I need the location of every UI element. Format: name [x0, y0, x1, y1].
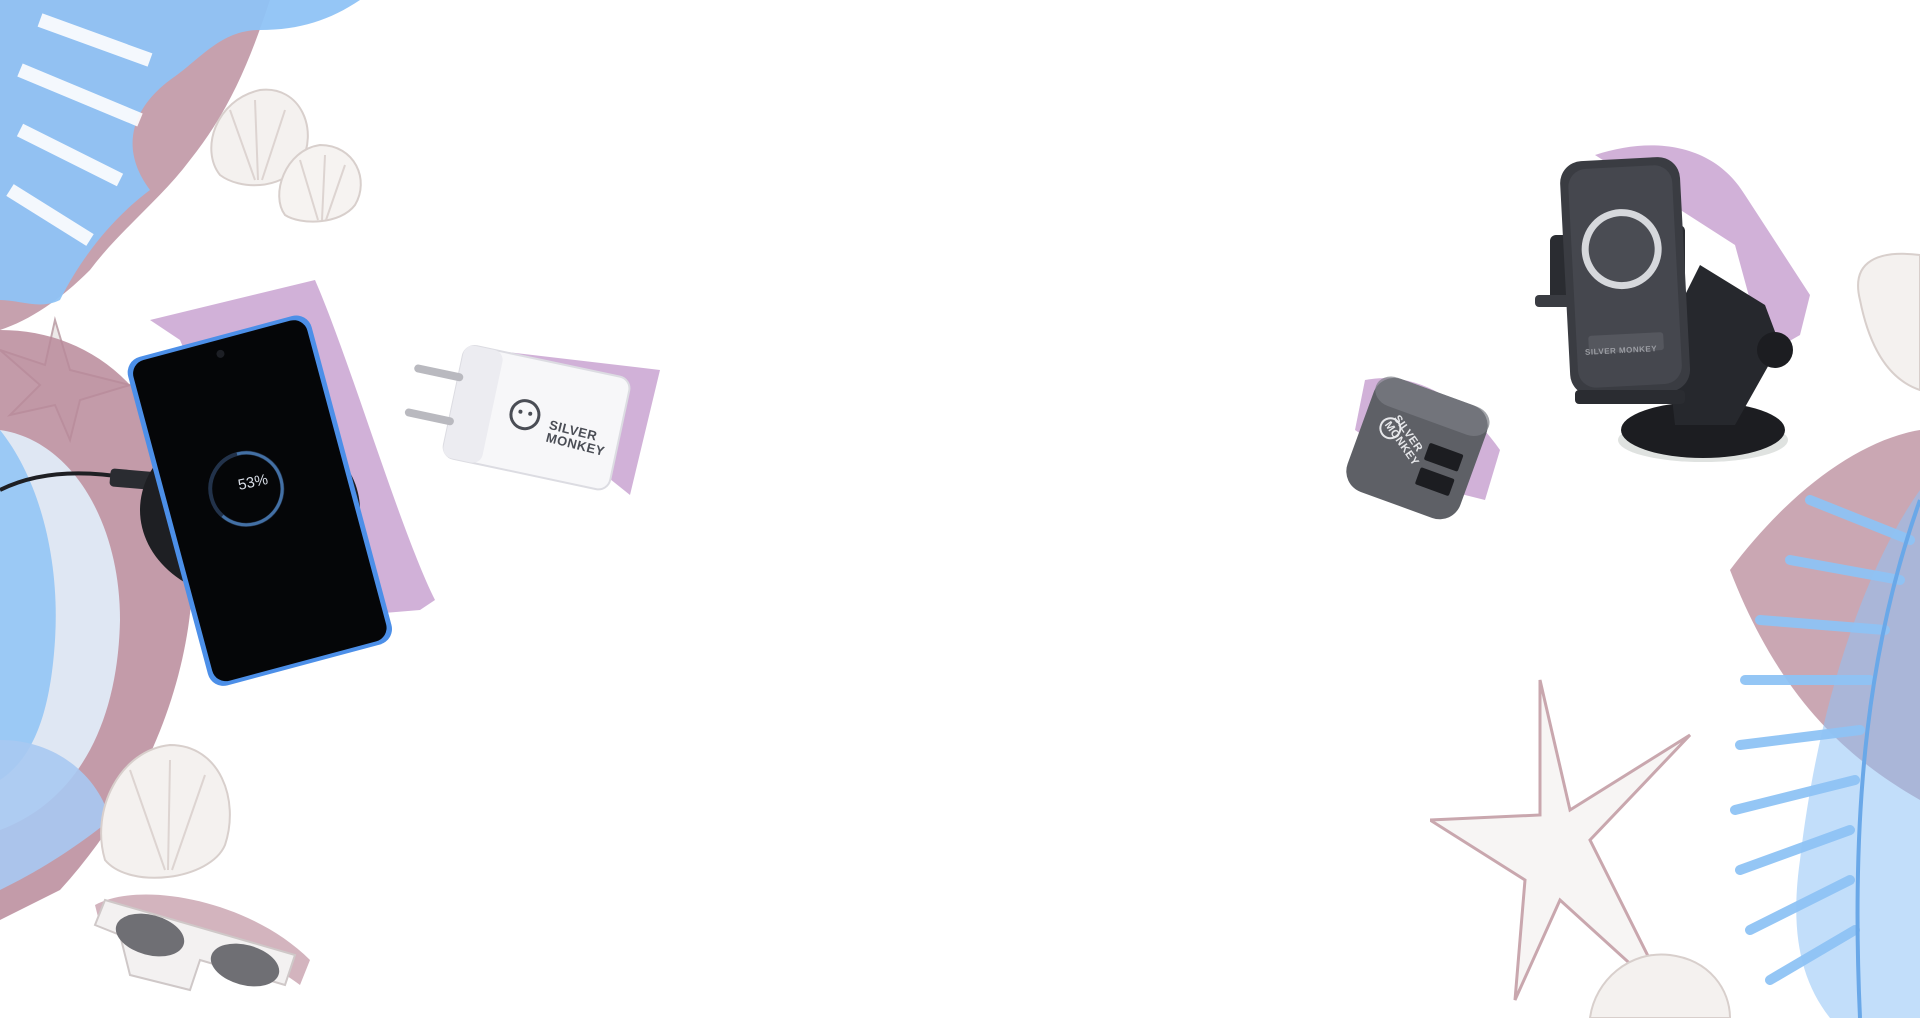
cradle-body	[1560, 157, 1691, 396]
starfish-right	[1430, 679, 1692, 1002]
wireless-charger-group: 53%	[0, 270, 460, 690]
monstera-leaf	[0, 0, 360, 305]
holder-knob	[1757, 332, 1793, 368]
car-holder-group: SILVER MONKEY	[1485, 135, 1815, 475]
shell-right-top	[1857, 252, 1920, 392]
wireless-charger-art	[0, 280, 435, 686]
left-decor	[0, 0, 400, 1018]
monkey-face-icon	[509, 399, 541, 431]
wall-charger-group: SILVER MONKEY	[395, 325, 675, 515]
leaf-slits	[6, 13, 153, 246]
shell-top-1	[210, 88, 309, 187]
plug-pin-top	[414, 364, 464, 382]
holder-logo-plate	[1588, 332, 1664, 354]
right-decor	[1430, 240, 1920, 1018]
smartphone	[127, 315, 392, 686]
plug-pin-bottom	[404, 408, 454, 426]
right-decor-art	[1430, 252, 1920, 1018]
car-charger-art	[1346, 376, 1500, 520]
car-charger-group: SILVER MONKEY	[1335, 370, 1510, 540]
car-charger	[1346, 376, 1490, 520]
usb-port-2	[1415, 467, 1455, 496]
wall-charger	[404, 344, 631, 491]
sunglasses	[93, 894, 310, 992]
bottom-support	[1575, 390, 1685, 404]
palm-leaf	[1730, 490, 1920, 1018]
monkey-face-icon	[1379, 417, 1402, 440]
wall-charger-art	[404, 344, 660, 495]
shell-right-bottom	[1588, 953, 1732, 1018]
usb-port-1	[1424, 443, 1464, 472]
usb-plug	[109, 468, 156, 490]
left-decor-art	[0, 0, 362, 992]
shell-top-2	[278, 143, 362, 223]
suction-base	[1621, 402, 1785, 458]
holder-arm	[1665, 265, 1780, 425]
shell-bottom	[100, 743, 231, 879]
car-holder-art	[1535, 145, 1810, 462]
